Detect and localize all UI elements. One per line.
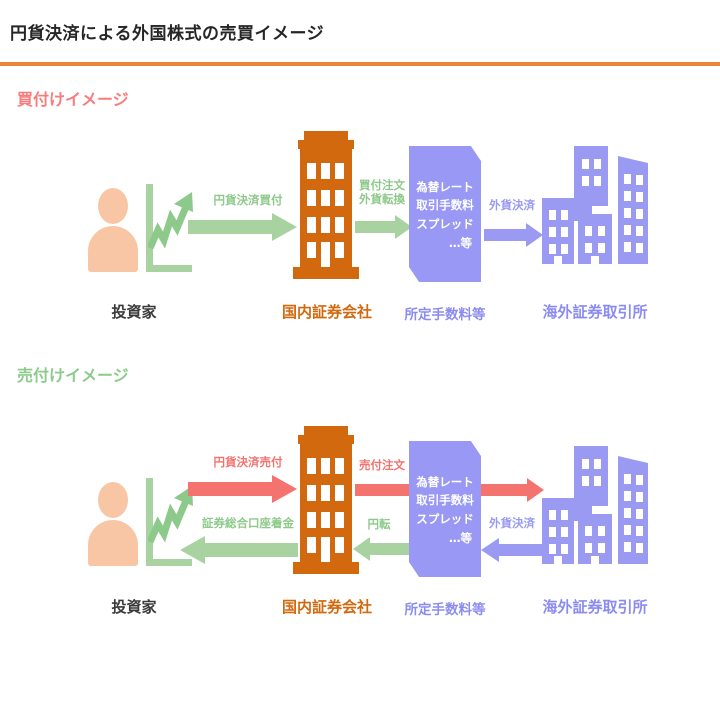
- arrow-buy-fx-settlement: [484, 222, 544, 248]
- fee-item-sell-3: …等: [449, 530, 472, 545]
- fee-item-sell-0: 為替レート: [416, 474, 474, 489]
- arrow-label-sell-yen-conversion: 円転: [367, 517, 391, 531]
- fee-item-1: 取引手数料: [416, 198, 474, 213]
- chart-axis-vertical: [146, 184, 153, 272]
- arrow-label-buy-order: 買付注文 外貨転換: [352, 178, 412, 207]
- chart-axis-vertical-sell: [146, 478, 153, 566]
- investor-body: [88, 226, 138, 272]
- chart-trend-arrow: [148, 192, 193, 250]
- arrow-sell-fx-settlement: [481, 537, 545, 563]
- entity-label-exchange-buy: 海外証券取引所: [542, 303, 648, 321]
- arrow-label-sell-fx-settlement: 外貨決済: [489, 516, 535, 530]
- arrow-buy-settlement: [188, 212, 298, 242]
- arrow-buy-order: [355, 214, 413, 240]
- arrow-sell-deposit: [180, 535, 298, 565]
- arrow-label-buy-settlement: 円貨決済買付: [213, 193, 283, 207]
- building-icon-broker-sell: [290, 426, 362, 574]
- investor-chart-icon: [86, 182, 193, 278]
- fee-item-2: スプレッド: [416, 217, 474, 231]
- fee-box-sell: 為替レート 取引手数料 スプレッド …等: [409, 441, 481, 577]
- entity-label-broker-buy: 国内証券会社: [281, 303, 372, 321]
- page-title: 円貨決済による外国株式の売買イメージ: [10, 24, 325, 44]
- entity-label-fees-sell: 所定手数料等: [404, 602, 486, 618]
- investor-body-sell: [88, 520, 138, 566]
- arrow-sell-yen-conversion: [353, 536, 411, 562]
- section-heading-buy: 買付けイメージ: [17, 90, 129, 109]
- arrow-label-sell-deposit: 証券総合口座着金: [202, 516, 294, 530]
- entity-label-investor-buy: 投資家: [111, 303, 157, 321]
- arrow-sell-settlement: [188, 474, 298, 504]
- arrow-label-buy-fx-settlement: 外貨決済: [489, 198, 535, 212]
- city-skyline-icon-buy: [542, 146, 648, 270]
- arrow-label-buy-order-line2: 外貨転換: [359, 192, 405, 207]
- entity-label-broker-sell: 国内証券会社: [281, 598, 372, 616]
- fee-item-3: …等: [449, 235, 472, 250]
- fee-item-sell-1: 取引手数料: [416, 493, 474, 508]
- investor-head-sell: [98, 482, 128, 518]
- arrow-label-buy-order-line1: 買付注文: [359, 178, 405, 192]
- arrow-label-sell-order: 売付注文: [359, 458, 405, 472]
- header-divider: [0, 62, 720, 66]
- chart-axis-horizontal: [146, 265, 192, 272]
- fee-item-0: 為替レート: [416, 179, 474, 194]
- entity-label-exchange-sell: 海外証券取引所: [542, 598, 648, 616]
- fee-item-sell-2: スプレッド: [416, 512, 474, 526]
- entity-label-investor-sell: 投資家: [111, 598, 157, 616]
- section-heading-sell: 売付けイメージ: [17, 366, 129, 385]
- fee-box-buy: 為替レート 取引手数料 スプレッド …等: [409, 146, 481, 282]
- entity-label-fees-buy: 所定手数料等: [404, 307, 486, 323]
- city-skyline-icon-sell: [542, 446, 648, 570]
- arrow-label-sell-settlement: 円貨決済売付: [213, 455, 283, 469]
- building-icon-broker-buy: [290, 131, 362, 279]
- investor-head: [98, 188, 128, 224]
- investor-chart-icon-sell: [86, 476, 193, 572]
- chart-axis-horizontal-sell: [146, 559, 192, 566]
